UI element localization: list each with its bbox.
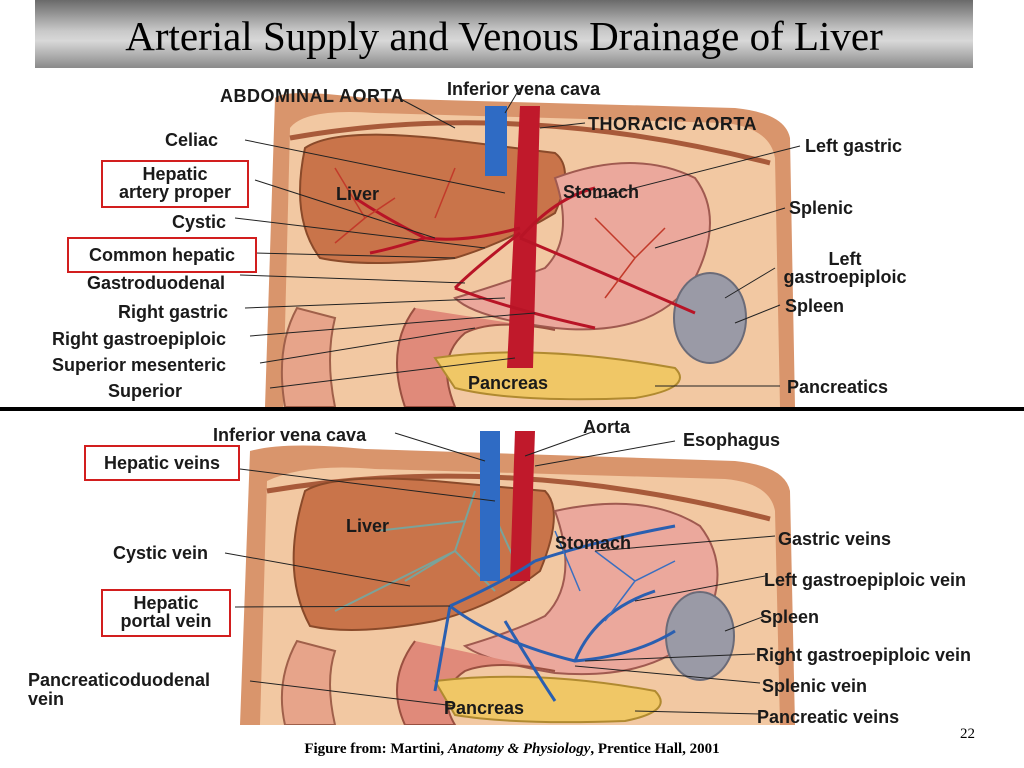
label-hepatic-portal-vein: Hepatic portal vein [101, 589, 231, 637]
label-right-gastric: Right gastric [118, 302, 229, 322]
label-right-gastroepiploic: Right gastroepiploic [52, 329, 227, 349]
label-esophagus: Esophagus [683, 430, 781, 450]
label-thoracic-aorta: THORACIC AORTA [588, 114, 757, 134]
label-left-gastric: Left gastric [805, 136, 903, 156]
label-common-hepatic: Common hepatic [67, 237, 257, 273]
label-splenic: Splenic [789, 198, 854, 218]
label-hepatic-artery-proper: Hepatic artery proper [101, 160, 249, 208]
caption-prefix: Figure from: Martini, [304, 741, 448, 757]
label-celiac: Celiac [165, 130, 219, 150]
label-superior: Superior [108, 381, 183, 401]
label-liver-top: Liver [336, 184, 380, 204]
label-cystic: Cystic [172, 212, 227, 232]
label-spleen-top: Spleen [785, 296, 845, 316]
label-superior-mesenteric: Superior mesenteric [52, 355, 227, 375]
label-inferior-vena-cava-top: Inferior vena cava [447, 79, 601, 99]
label-pancreaticoduodenal-vein: Pancreaticoduodenal vein [28, 670, 211, 709]
label-splenic-vein: Splenic vein [762, 676, 868, 696]
arterial-illustration [35, 68, 973, 407]
slide-title: Arterial Supply and Venous Drainage of L… [125, 13, 883, 59]
label-liver-bottom: Liver [346, 516, 390, 536]
label-stomach-bottom: Stomach [555, 533, 632, 553]
label-gastric-veins: Gastric veins [778, 529, 892, 549]
venous-illustration [35, 411, 973, 725]
label-pancreas-bottom: Pancreas [444, 698, 525, 718]
label-gastroduodenal: Gastroduodenal [87, 273, 226, 293]
label-pancreas-top: Pancreas [468, 373, 549, 393]
label-cystic-vein: Cystic vein [113, 543, 209, 563]
label-stomach-top: Stomach [563, 182, 640, 202]
label-abdominal-aorta: ABDOMINAL AORTA [220, 86, 405, 106]
label-spleen-bottom: Spleen [760, 607, 820, 627]
figure-caption: Figure from: Martini, Anatomy & Physiolo… [0, 741, 1024, 758]
label-left-gastroepiploic: Left gastroepiploic [783, 249, 907, 287]
title-bar: Arterial Supply and Venous Drainage of L… [35, 0, 973, 68]
caption-suffix: , Prentice Hall, 2001 [590, 741, 720, 757]
label-hepatic-veins: Hepatic veins [84, 445, 240, 481]
label-pancreatic-veins: Pancreatic veins [757, 707, 900, 727]
page-number: 22 [960, 726, 975, 742]
label-aorta: Aorta [583, 417, 631, 437]
caption-book-title: Anatomy & Physiology [447, 741, 591, 757]
label-pancreatics: Pancreatics [787, 377, 889, 397]
label-inferior-vena-cava-bottom: Inferior vena cava [213, 425, 367, 445]
section-divider [0, 407, 1024, 411]
label-left-gastroepiploic-vein: Left gastroepiploic vein [764, 570, 967, 590]
label-right-gastroepiploic-vein: Right gastroepiploic vein [756, 645, 972, 665]
